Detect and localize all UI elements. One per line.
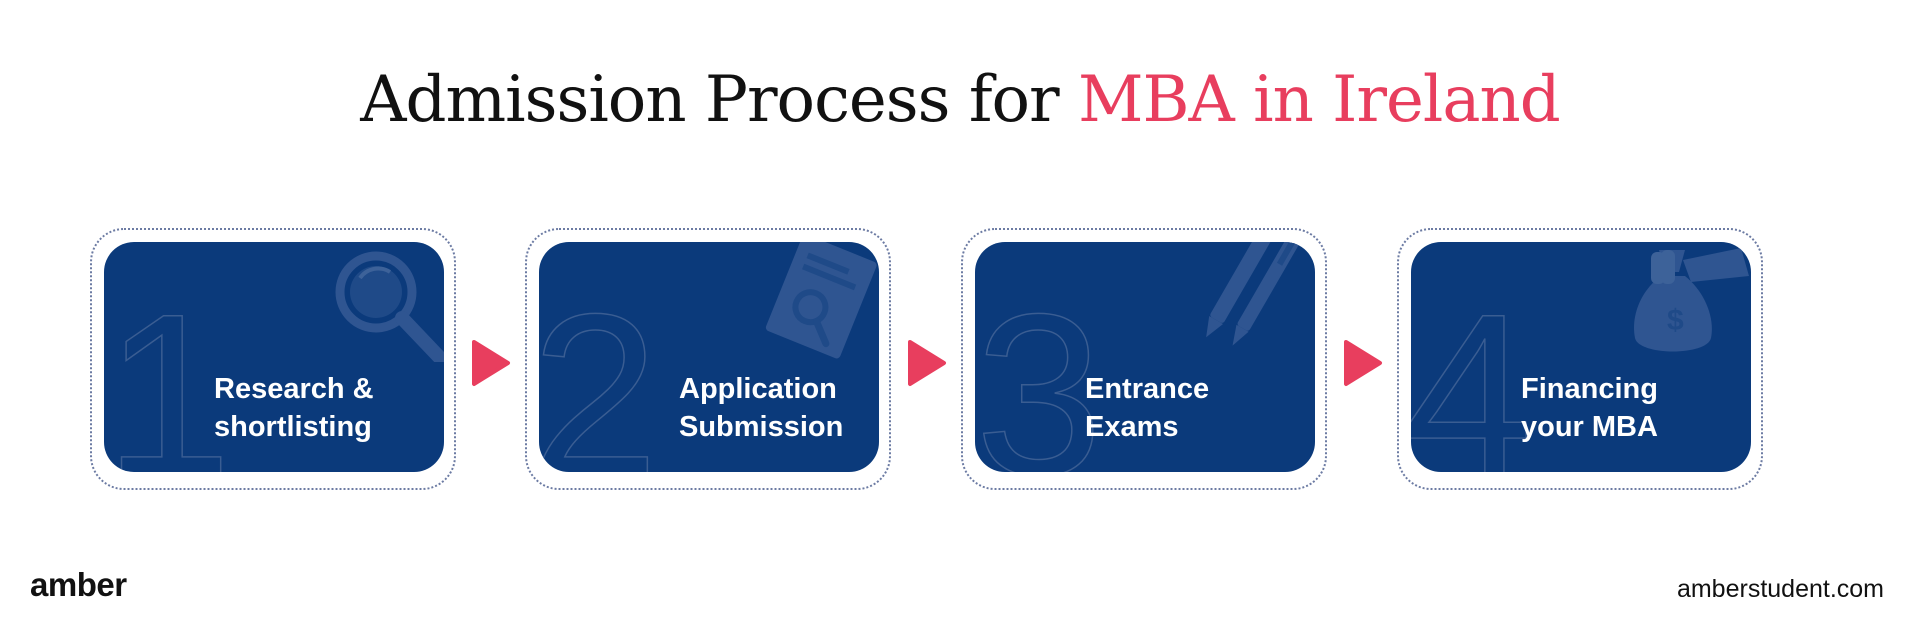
- step-1-card: 1 Research & shortlisting: [104, 242, 444, 472]
- title-main: Admission Process for: [360, 63, 1078, 137]
- step-1-label-line-1: Research &: [214, 373, 374, 405]
- svg-text:1: 1: [104, 266, 232, 472]
- step-3-label-line-2: Exams: [1085, 411, 1179, 443]
- step-4: 4 $ Financing your MBA: [1397, 228, 1763, 490]
- step-2-dotted-border: [525, 228, 891, 490]
- title-highlight: MBA in Ireland: [1077, 63, 1561, 137]
- step-3-dotted-border: [961, 228, 1327, 490]
- svg-text:3: 3: [975, 266, 1103, 472]
- money-bag-icon: $: [1634, 248, 1749, 352]
- step-3: 3 Entrance Exams: [961, 228, 1327, 490]
- step-3-card: 3 Entrance Exams: [975, 242, 1315, 472]
- step-3-number: 3: [975, 265, 1104, 472]
- step-2-label-line-2: Submission: [679, 411, 844, 443]
- step-4-label-line-1: Financing: [1521, 373, 1658, 405]
- step-1: 1 Research & shortlisting: [90, 228, 456, 490]
- magnifier-icon: [335, 251, 444, 362]
- svg-text:4: 4: [1411, 266, 1533, 472]
- step-1-number: 1: [104, 265, 233, 472]
- brand-logo: amber: [30, 566, 127, 603]
- arrow-right-icon: [472, 340, 510, 386]
- step-1-dotted-border: [90, 228, 456, 490]
- step-3-label: Entrance Exams: [1085, 370, 1305, 446]
- step-4-label: Financing your MBA: [1521, 370, 1741, 446]
- site-url: amberstudent.com: [1676, 575, 1884, 603]
- step-2-label-line-1: Application: [679, 373, 837, 405]
- step-3-label-line-1: Entrance: [1085, 373, 1210, 405]
- arrow-right-icon: [1344, 340, 1382, 386]
- svg-text:2: 2: [539, 266, 659, 472]
- step-4-number: 4: [1411, 265, 1534, 472]
- step-2-label: Application Submission: [679, 370, 879, 446]
- page-title: Admission Process for MBA in Ireland: [0, 52, 1920, 148]
- pens-icon: [1206, 242, 1300, 346]
- step-2-card: 2 Application Submission: [539, 242, 879, 472]
- svg-text:$: $: [1667, 304, 1684, 337]
- step-4-label-line-2: your MBA: [1521, 411, 1658, 443]
- arrow-right-icon: [908, 340, 946, 386]
- step-1-label-line-2: shortlisting: [214, 411, 372, 443]
- step-2: 2 Application Submission: [525, 228, 891, 490]
- step-2-number: 2: [539, 265, 660, 472]
- step-4-dotted-border: [1397, 228, 1763, 490]
- document-search-icon: [765, 242, 877, 359]
- step-4-card: 4 $ Financing your MBA: [1411, 242, 1751, 472]
- step-1-label: Research & shortlisting: [214, 370, 434, 446]
